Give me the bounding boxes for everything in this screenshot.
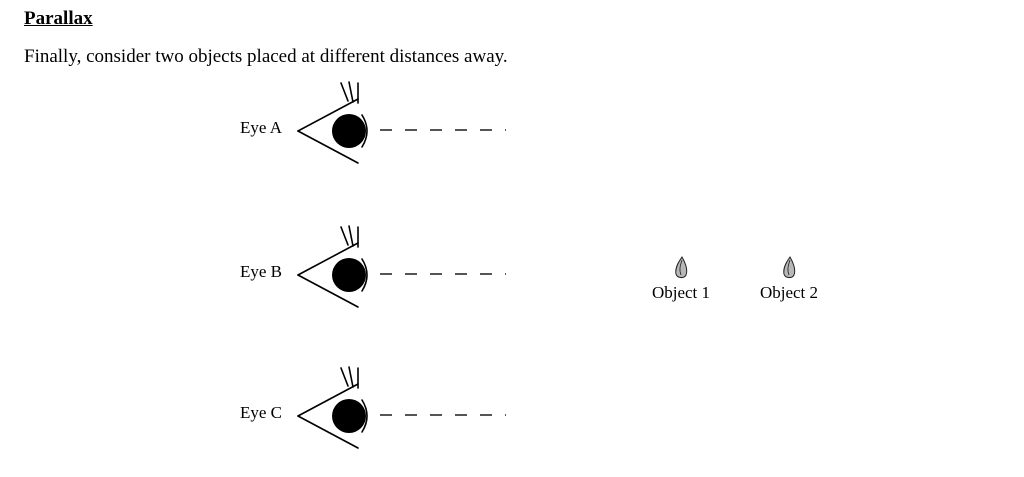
eye-icon: [297, 366, 368, 449]
eye-a-label: Eye A: [240, 118, 283, 137]
object-1-group: Object 1: [641, 256, 721, 303]
eye-b-label: Eye B: [240, 262, 283, 281]
intro-text: Finally, consider two objects placed at …: [24, 46, 508, 67]
eye-b-group: Eye B: [240, 221, 540, 325]
flame-icon: [783, 256, 796, 278]
eye-icon: [297, 81, 368, 164]
eye-a-group: Eye A: [240, 77, 540, 181]
eye-c-label: Eye C: [240, 403, 283, 422]
eye-icon: [297, 225, 368, 308]
object-2-group: Object 2: [749, 256, 829, 303]
flame-icon: [675, 256, 688, 278]
sight-line: [380, 273, 506, 275]
sight-line: [380, 414, 506, 416]
sight-line: [380, 129, 506, 131]
page-title: Parallax: [24, 8, 93, 29]
object-1-label: Object 1: [651, 283, 711, 302]
object-2-label: Object 2: [759, 283, 819, 302]
eye-c-group: Eye C: [240, 362, 540, 466]
